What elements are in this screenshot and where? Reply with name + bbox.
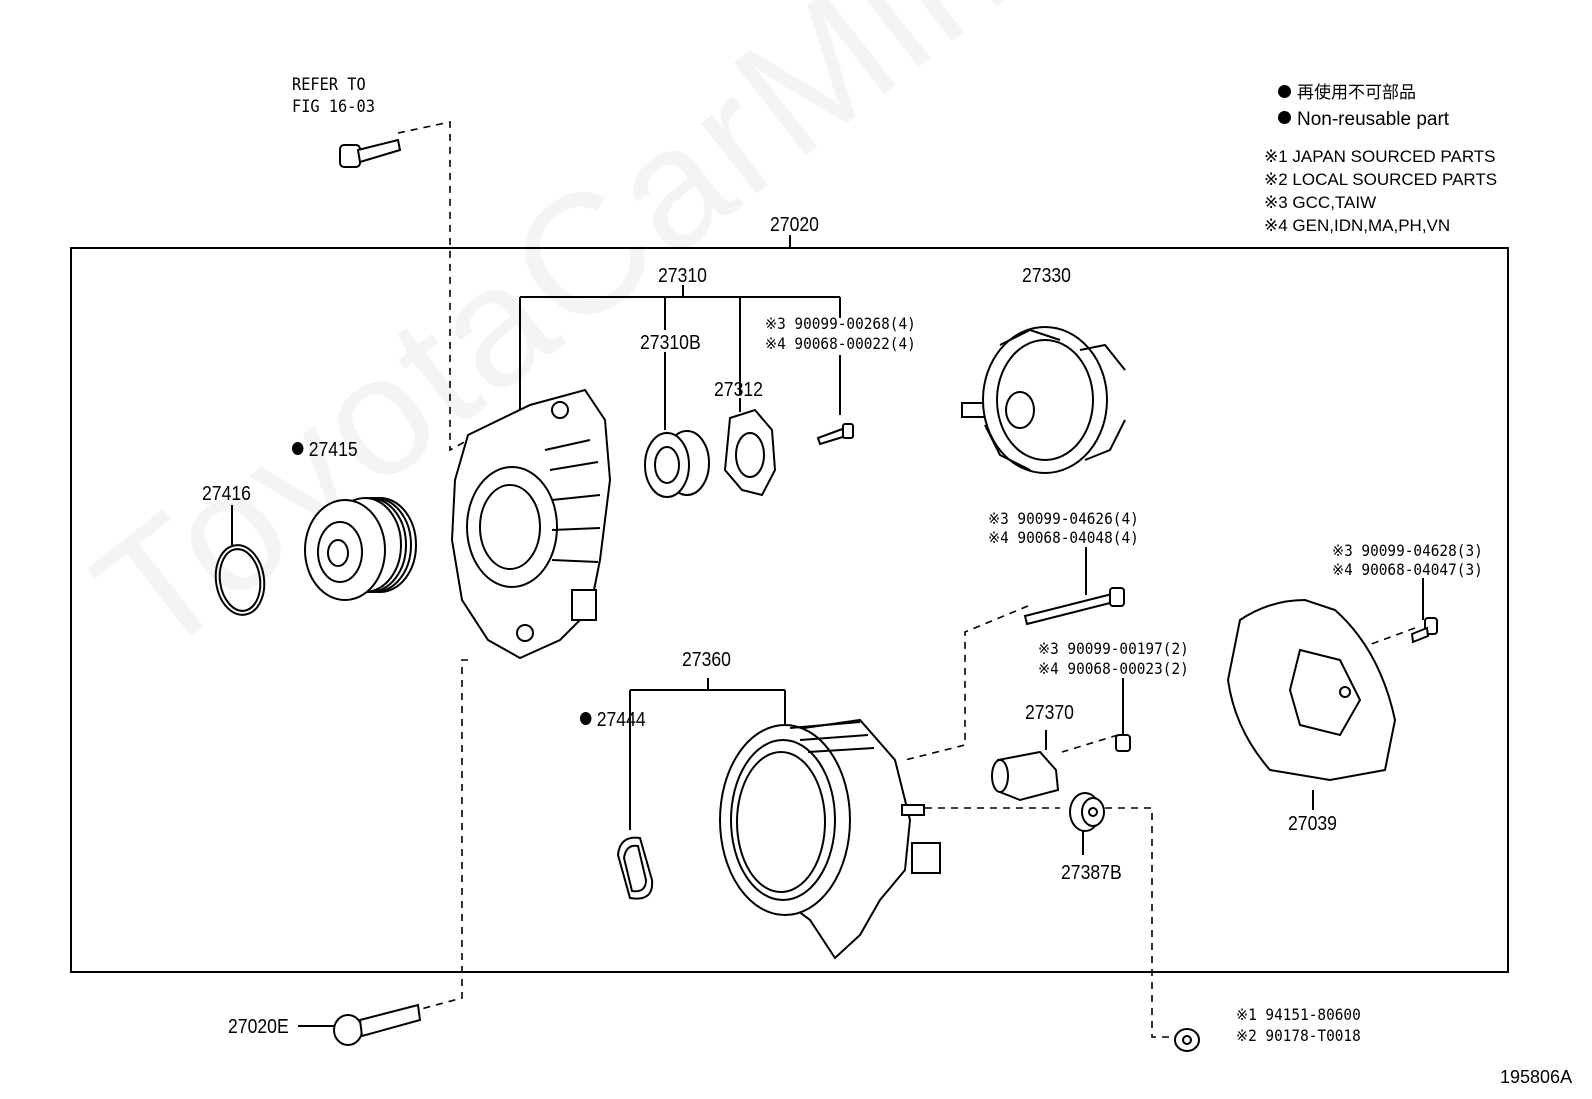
plate-27312-icon bbox=[723, 408, 777, 497]
seal-27444-icon bbox=[616, 836, 654, 900]
part-label-27360[interactable]: 27360 bbox=[682, 649, 731, 671]
part-label-27020e[interactable]: 27020E bbox=[228, 1016, 289, 1038]
drive-end-frame-icon bbox=[450, 388, 612, 660]
dash-long-bolt bbox=[904, 605, 1029, 761]
legend-note-3: ※3 GCC,TAIW bbox=[1264, 193, 1377, 212]
part-label-27310b[interactable]: 27310B bbox=[640, 332, 701, 354]
partno-screw-top-a[interactable]: ※3 90099-00268(4) bbox=[765, 314, 916, 333]
legend-note-1: ※1 JAPAN SOURCED PARTS bbox=[1264, 147, 1496, 166]
screw-regulator-icon bbox=[1115, 734, 1131, 752]
partno-bolt-long-a[interactable]: ※3 90099-04626(4) bbox=[988, 509, 1139, 528]
partno-nut-a[interactable]: ※1 94151-80600 bbox=[1236, 1005, 1361, 1024]
part-label-27312[interactable]: 27312 bbox=[714, 379, 763, 401]
part-label-27310[interactable]: 27310 bbox=[658, 265, 707, 287]
rear-cover-27039-icon bbox=[1226, 598, 1397, 782]
legend-note-2: ※2 LOCAL SOURCED PARTS bbox=[1264, 170, 1498, 189]
nonreusable-dot-icon bbox=[292, 442, 304, 456]
part-label-27387b[interactable]: 27387B bbox=[1061, 862, 1122, 884]
partno-screw-reg-a[interactable]: ※3 90099-00197(2) bbox=[1038, 639, 1189, 658]
dash-bottom-bolt bbox=[409, 659, 468, 1013]
cover-bolt-icon bbox=[1410, 617, 1438, 644]
bracket-27310 bbox=[519, 285, 841, 430]
nonreusable-dot-icon bbox=[1278, 111, 1291, 125]
bearing-27310b-icon bbox=[644, 430, 710, 498]
nut-icon bbox=[1174, 1028, 1200, 1052]
legend-note-4: ※4 GEN,IDN,MA,PH,VN bbox=[1264, 216, 1451, 235]
screw-top-icon bbox=[816, 423, 854, 446]
stator-27360-icon bbox=[719, 718, 941, 960]
refer-line-1: REFER TO bbox=[292, 75, 366, 95]
refer-line-2: FIG 16-03 bbox=[292, 97, 375, 117]
bushing-27387b-icon bbox=[1069, 792, 1105, 832]
ring-27416-icon bbox=[214, 544, 266, 616]
partno-screw-top-b[interactable]: ※4 90068-00022(4) bbox=[765, 334, 916, 353]
nonreusable-dot-icon bbox=[580, 712, 592, 726]
nonreusable-dot-icon bbox=[1278, 85, 1291, 99]
dash-top-bolt bbox=[397, 121, 469, 452]
bracket-27360 bbox=[629, 678, 786, 830]
regulator-27370-icon bbox=[991, 750, 1060, 802]
legend-japanese: 再使用不可部品 bbox=[1278, 84, 1416, 101]
figure-id: 195806A bbox=[1500, 1067, 1573, 1087]
pulley-27415-icon bbox=[304, 497, 417, 601]
part-label-27020[interactable]: 27020 bbox=[770, 214, 819, 236]
dash-nut-down bbox=[1092, 807, 1173, 1038]
bolt-top-icon bbox=[339, 138, 402, 168]
part-label-27039[interactable]: 27039 bbox=[1288, 813, 1337, 835]
partno-bolt-long-b[interactable]: ※4 90068-04048(4) bbox=[988, 528, 1139, 547]
partno-nut-b[interactable]: ※2 90178-T0018 bbox=[1236, 1026, 1361, 1045]
rotor-27330-icon bbox=[961, 326, 1126, 474]
partno-screw-reg-b[interactable]: ※4 90068-00023(2) bbox=[1038, 659, 1189, 678]
long-bolt-icon bbox=[1023, 587, 1125, 626]
part-label-27370[interactable]: 27370 bbox=[1025, 702, 1074, 724]
bolt-27020e-icon bbox=[333, 1003, 422, 1046]
legend-english: Non-reusable part bbox=[1278, 110, 1449, 129]
dash-reg-screw bbox=[1061, 734, 1119, 753]
partno-bolt-cover-b[interactable]: ※4 90068-04047(3) bbox=[1332, 560, 1483, 579]
part-label-27444[interactable]: 27444 bbox=[580, 710, 646, 730]
part-label-27330[interactable]: 27330 bbox=[1022, 265, 1071, 287]
partno-bolt-cover-a[interactable]: ※3 90099-04628(3) bbox=[1332, 541, 1483, 560]
part-label-27416[interactable]: 27416 bbox=[202, 483, 251, 505]
part-label-27415[interactable]: 27415 bbox=[292, 440, 358, 460]
